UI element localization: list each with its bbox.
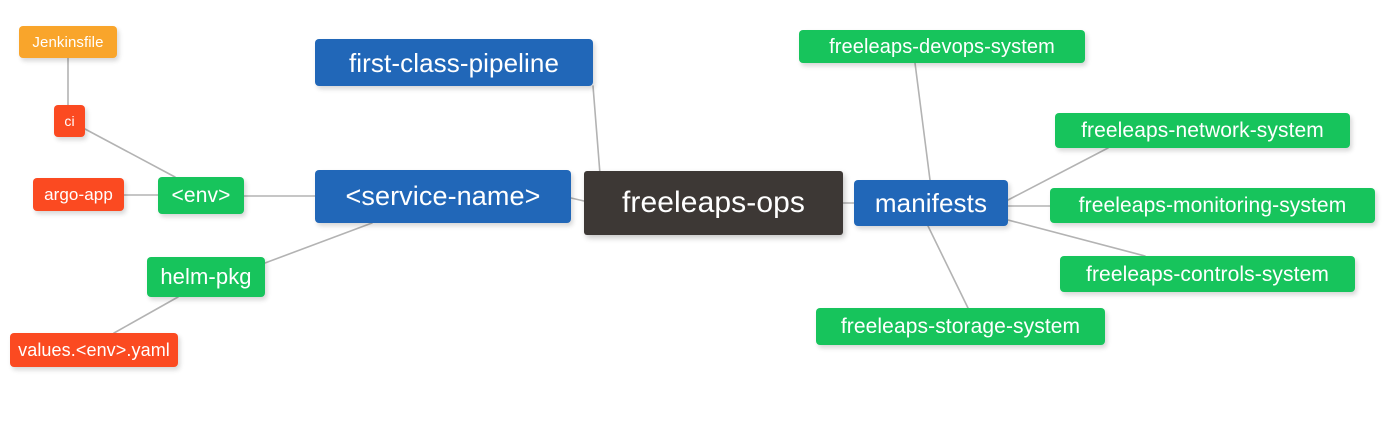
mindmap-edge [264, 222, 373, 264]
mindmap-node-ci[interactable]: ci [54, 105, 85, 137]
mindmap-edge [927, 225, 969, 309]
mindmap-node-freeleaps-devops-system[interactable]: freeleaps-devops-system [799, 30, 1085, 63]
mindmap-edge [592, 85, 601, 175]
mindmap-edge [84, 128, 176, 178]
mindmap-node-freeleaps-ops[interactable]: freeleaps-ops [584, 171, 843, 235]
mindmap-edge [1007, 219, 1146, 257]
mindmap-node-freeleaps-controls-system[interactable]: freeleaps-controls-system [1060, 256, 1355, 292]
mindmap-edge [914, 62, 931, 181]
mindmap-node-values-env-yaml[interactable]: values.<env>.yaml [10, 333, 178, 367]
mindmap-node-helm-pkg[interactable]: helm-pkg [147, 257, 265, 297]
mindmap-node-jenkinsfile[interactable]: Jenkinsfile [19, 26, 117, 58]
mindmap-node-service-name[interactable]: <service-name> [315, 170, 571, 223]
mindmap-node-freeleaps-storage-system[interactable]: freeleaps-storage-system [816, 308, 1105, 345]
mindmap-node-freeleaps-monitoring-system[interactable]: freeleaps-monitoring-system [1050, 188, 1375, 223]
mindmap-node-env[interactable]: <env> [158, 177, 244, 214]
mindmap-node-argo-app[interactable]: argo-app [33, 178, 124, 211]
mindmap-node-first-class-pipeline[interactable]: first-class-pipeline [315, 39, 593, 86]
mindmap-node-freeleaps-network-system[interactable]: freeleaps-network-system [1055, 113, 1350, 148]
mindmap-edge [113, 296, 179, 334]
mindmap-node-manifests[interactable]: manifests [854, 180, 1008, 226]
mindmap-edge [570, 197, 585, 202]
